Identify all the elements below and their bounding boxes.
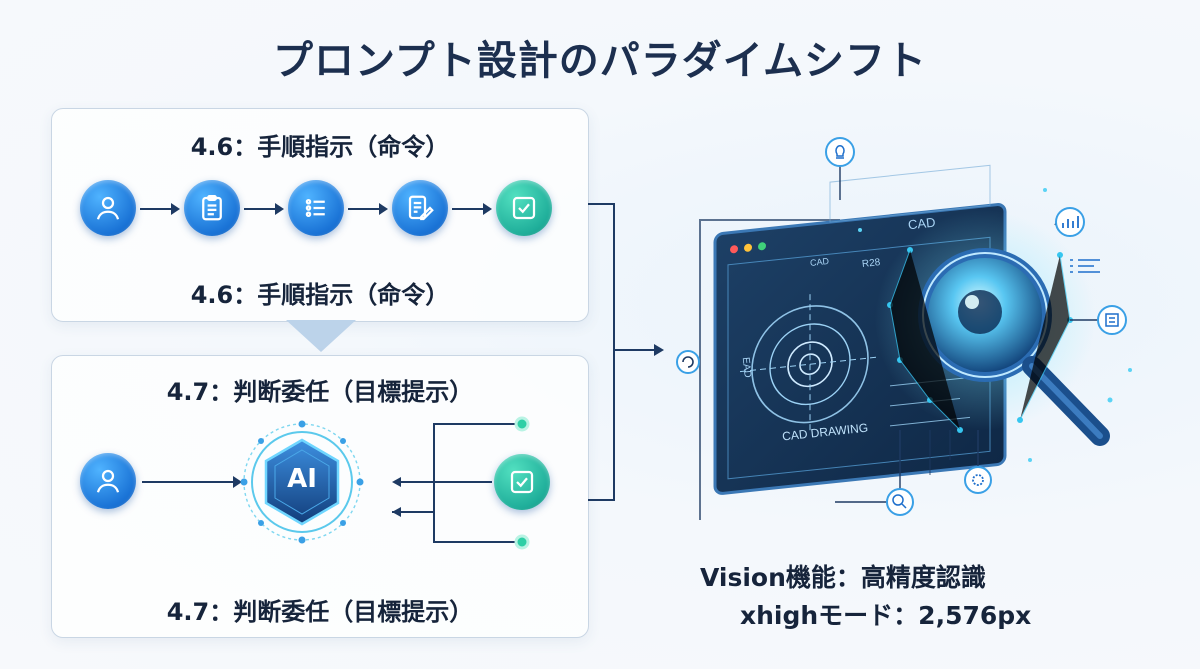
edit-icon [408, 195, 434, 221]
xhigh-caption: xhighモード：2,576px [740, 601, 1032, 630]
ai-node [240, 420, 364, 544]
page-title: プロンプト設計のパラダイムシフト [273, 38, 927, 84]
feedback-connectors [392, 416, 530, 550]
dimension-label: R28 [861, 257, 881, 270]
vision-caption: Vision機能：高精度認識 [700, 563, 986, 592]
user-icon [96, 469, 120, 493]
merge-bracket [588, 203, 664, 501]
list-step [288, 180, 344, 236]
flow-arrow [244, 203, 284, 215]
panel-label-bottom: 4.6：手順指示（命令） [190, 281, 450, 309]
transition-pointer [286, 320, 356, 352]
side-label: EAD [739, 356, 753, 379]
delegation-panel: 4.7：判断委任（目標提示） AI 4.7：判断委任（目標提示） [51, 355, 589, 638]
user-step [80, 180, 136, 236]
instruction-panel: 4.6：手順指示（命令） 4.6：手順指示（命令） [51, 108, 589, 322]
user-icon [96, 196, 120, 220]
flow-arrow [140, 203, 180, 215]
flow-arrow [348, 203, 388, 215]
user-node [80, 453, 136, 509]
panel-label-bottom: 4.7：判断委任（目標提示） [166, 598, 474, 626]
panel-label-top: 4.6：手順指示（命令） [190, 133, 450, 161]
check-icon [510, 470, 534, 494]
clipboard-step [184, 180, 240, 236]
check-step [496, 180, 552, 236]
vision-illustration [676, 137, 1132, 520]
flow-arrow [142, 476, 242, 488]
ai-label: AI [287, 464, 317, 494]
list-icon [305, 198, 325, 217]
edit-step [392, 180, 448, 236]
panel-label-top: 4.7：判断委任（目標提示） [166, 378, 474, 406]
check-icon [512, 196, 536, 220]
check-node [494, 454, 550, 510]
screen-header-label: CAD [907, 214, 937, 233]
drawing-title-label: CAD [809, 256, 830, 268]
clipboard-icon [202, 195, 222, 221]
flow-arrow [452, 203, 492, 215]
